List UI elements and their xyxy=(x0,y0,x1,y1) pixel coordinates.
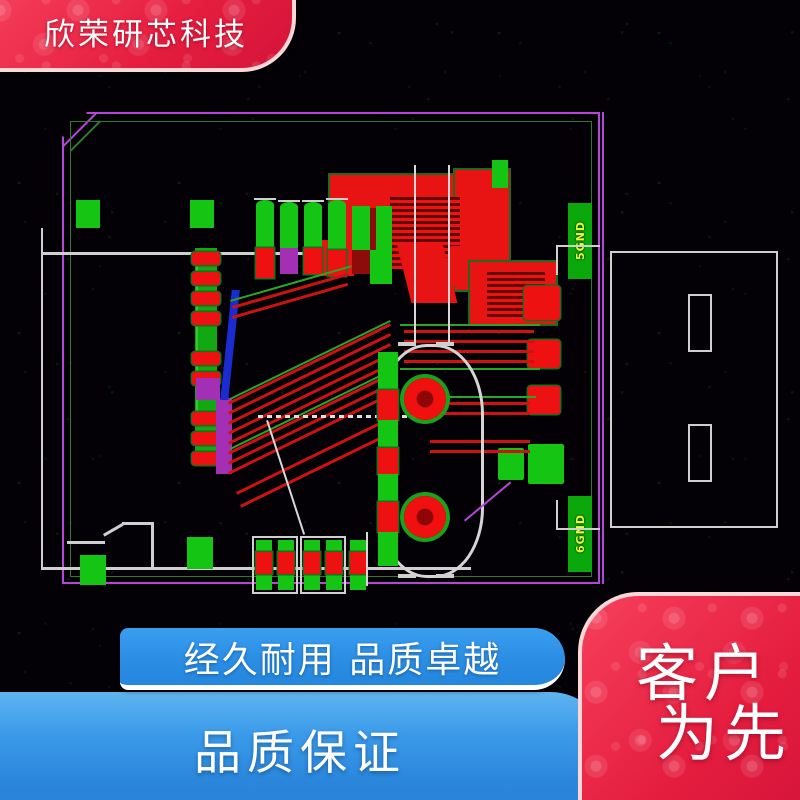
keepout-line-vertical xyxy=(602,112,604,584)
bus-trace-4 xyxy=(404,360,534,363)
smd-pad-top-2 xyxy=(280,208,298,250)
smd-bottom-3-b xyxy=(304,552,320,574)
via-top-2 xyxy=(280,248,298,274)
pad-finger-2 xyxy=(192,272,220,285)
oval-side-pad-4 xyxy=(378,448,398,474)
smd-pad-top-6 xyxy=(376,206,392,252)
ratsnest-line-dashed xyxy=(258,415,426,418)
silk-tick-lower-v xyxy=(556,500,558,530)
pad-square-right-2 xyxy=(528,340,560,368)
silk-notch-horizontal xyxy=(67,541,105,544)
connector-slot-upper xyxy=(688,294,712,352)
oval-side-pad-6 xyxy=(378,502,398,532)
silk-smd-outline-bottom-2 xyxy=(300,536,346,594)
via-cluster-left-2 xyxy=(216,398,232,474)
oval-side-pad-3 xyxy=(378,420,398,448)
oval-side-pad-1 xyxy=(378,352,398,390)
oval-side-pad-7 xyxy=(378,532,398,566)
smd-pad-top-1b xyxy=(256,248,274,278)
customer-first-line2: 为先 xyxy=(655,697,792,770)
smd-bottom-4-b xyxy=(326,552,342,574)
slogan-pill-banner: 经久耐用 品质卓越 xyxy=(120,628,565,690)
mounting-pad-top-mid xyxy=(190,200,214,228)
silk-tick-lower-h xyxy=(556,528,600,530)
pad-finger-7 xyxy=(192,412,220,425)
smd-pad-top-1 xyxy=(256,206,274,250)
silk-cap-marker-3 xyxy=(302,200,324,202)
quality-guarantee-banner: 品质保证 xyxy=(0,692,610,800)
customer-first-banner: 客户 为先 xyxy=(578,592,800,800)
mounting-pad-top-left xyxy=(76,200,100,228)
through-hole-pad-upper xyxy=(404,378,446,420)
mounting-pad-bottom-mid xyxy=(187,537,213,569)
smd-cap-top-4 xyxy=(328,200,346,210)
via-cluster-left xyxy=(196,378,220,400)
smd-bottom-5-b xyxy=(350,552,366,574)
mounting-pad-bottom-left xyxy=(80,555,106,585)
silk-notch-top xyxy=(122,522,154,525)
smd-cap-top-2 xyxy=(280,202,298,212)
smd-bottom-1-b xyxy=(256,552,272,574)
company-name-banner: 欣荣研芯科技 xyxy=(0,0,296,72)
pad-green-right-1 xyxy=(528,444,564,484)
silk-oval-tab-top-2 xyxy=(436,342,454,346)
silk-notch-right xyxy=(151,522,154,568)
designator-6gnd: 6GND xyxy=(568,496,592,572)
pad-square-right-1 xyxy=(524,286,560,320)
bus-ground-1 xyxy=(400,324,540,326)
smd-pad-top-7 xyxy=(370,250,392,284)
pad-finger-8 xyxy=(192,432,220,445)
silk-tick-upper-h xyxy=(556,245,600,247)
company-name-text: 欣荣研芯科技 xyxy=(44,16,248,53)
bus-trace-1 xyxy=(404,330,534,333)
connector-outline-usb xyxy=(610,251,778,528)
silk-tick-upper-v xyxy=(556,245,558,275)
designator-6gnd-label: 6GND xyxy=(573,514,587,554)
designator-5gnd-label: 5GND xyxy=(573,221,587,261)
ratsnest-line-vertical-2 xyxy=(448,165,450,345)
bus-trace-2 xyxy=(404,340,534,343)
ratsnest-bottom-vertical xyxy=(366,532,368,586)
oval-side-pad-5 xyxy=(378,474,398,502)
connector-slot-lower xyxy=(688,424,712,482)
smd-pad-top-5 xyxy=(352,206,370,250)
silk-oval-tab-bottom-2 xyxy=(436,574,454,578)
pad-green-right-2 xyxy=(498,448,524,480)
customer-first-line1: 客户 xyxy=(635,637,772,711)
ratsnest-line-vertical-1 xyxy=(414,165,416,345)
pad-finger-5 xyxy=(192,352,220,365)
silk-smd-outline-bottom-1 xyxy=(252,536,298,594)
through-hole-pad-lower xyxy=(404,496,446,538)
slogan-pill-text: 经久耐用 品质卓越 xyxy=(183,639,502,681)
smd-pad-top-4 xyxy=(328,206,346,252)
smd-bottom-2-b xyxy=(278,552,294,574)
smd-cap-top-1 xyxy=(256,200,274,210)
oval-side-pad-2 xyxy=(378,390,398,420)
pad-finger-1 xyxy=(192,252,220,265)
pad-square-right-3 xyxy=(528,386,560,414)
quality-guarantee-text: 品质保证 xyxy=(194,725,406,781)
pad-finger-3 xyxy=(192,292,220,305)
pad-finger-4 xyxy=(192,312,220,325)
silk-oval-tab-top-1 xyxy=(398,342,416,346)
silk-oval-tab-bottom-1 xyxy=(398,574,416,578)
silk-cap-marker-2 xyxy=(278,200,300,202)
bus-trace-3 xyxy=(404,350,534,353)
pad-finger-9 xyxy=(192,452,220,465)
smd-pad-upper-right xyxy=(492,160,508,188)
smd-cap-top-3 xyxy=(304,202,322,212)
smd-pad-top-3b xyxy=(304,248,322,274)
silk-left-frame-vertical xyxy=(41,228,43,568)
smd-pad-top-3 xyxy=(304,208,322,250)
silk-cap-marker-4 xyxy=(326,198,348,200)
silk-cap-marker-1 xyxy=(254,198,276,200)
designator-5gnd: 5GND xyxy=(568,203,592,279)
